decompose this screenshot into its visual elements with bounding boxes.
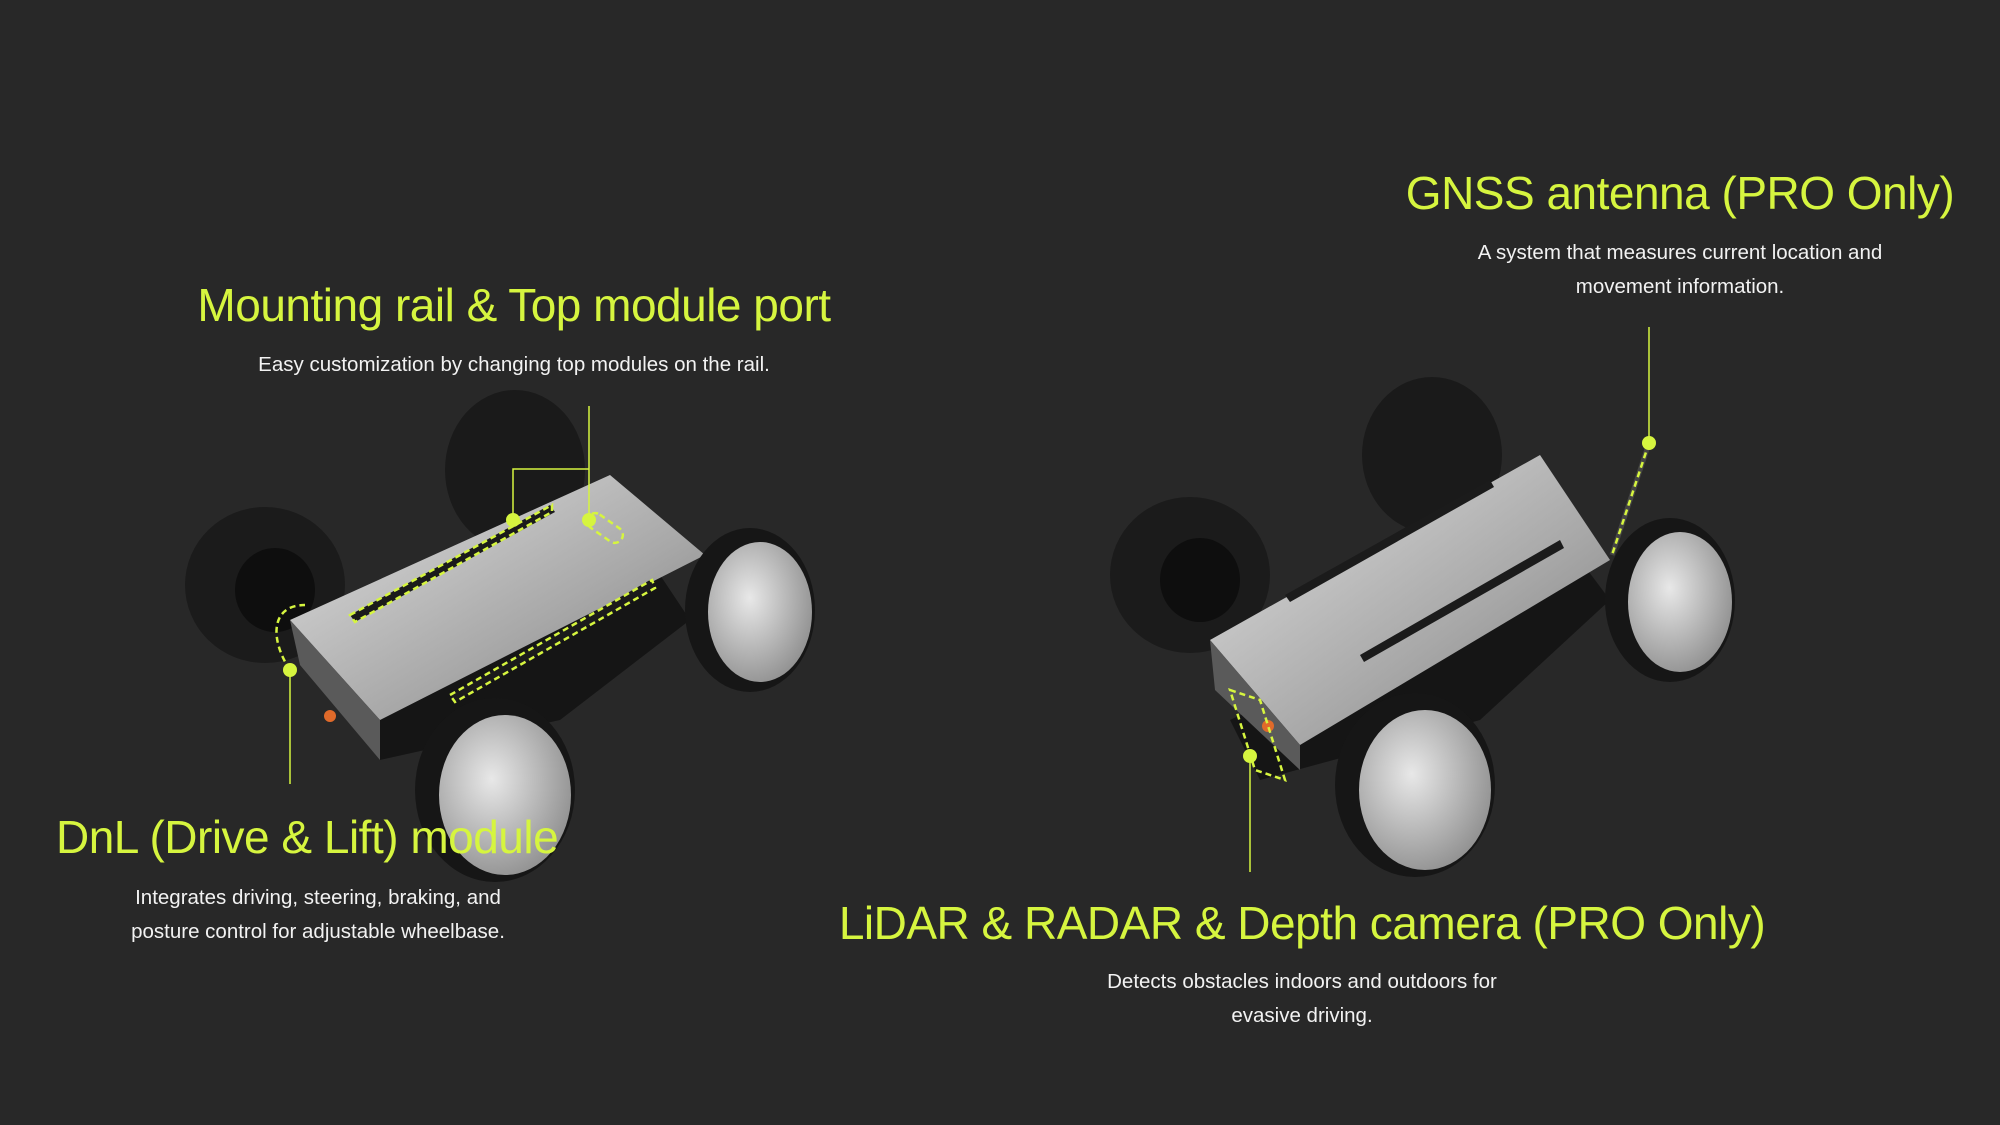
- robot-right: [1110, 327, 1735, 877]
- dnl-title: DnL (Drive & Lift) module: [56, 811, 559, 863]
- mounting-rail-title: Mounting rail & Top module port: [197, 279, 831, 331]
- rail-2: [450, 580, 655, 702]
- mounting-rail-description: Easy customization by changing top modul…: [258, 348, 770, 382]
- lidar-title: LiDAR & RADAR & Depth camera (PRO Only): [838, 897, 1766, 949]
- gnss-title: GNSS antenna (PRO Only): [1405, 167, 1955, 219]
- description-line: movement information.: [1575, 275, 1785, 298]
- description-line: Integrates driving, steering, braking, a…: [135, 886, 501, 909]
- robot-body-top: [290, 475, 705, 720]
- description-line: A system that measures current location …: [1477, 241, 1883, 264]
- description-line: Detects obstacles indoors and outdoors f…: [1107, 970, 1497, 993]
- robot-left: [185, 390, 815, 882]
- rail-1: [350, 505, 555, 622]
- lidar-description: Detects obstacles indoors and outdoors f…: [1107, 965, 1497, 1033]
- description-line: evasive driving.: [1231, 1004, 1373, 1027]
- gnss-description: A system that measures current location …: [1478, 236, 1883, 304]
- robot-body: [1210, 455, 1610, 745]
- description-line: posture control for adjustable wheelbase…: [131, 920, 505, 943]
- dnl-description: Integrates driving, steering, braking, a…: [131, 881, 505, 949]
- description-line: Easy customization by changing top modul…: [258, 353, 770, 376]
